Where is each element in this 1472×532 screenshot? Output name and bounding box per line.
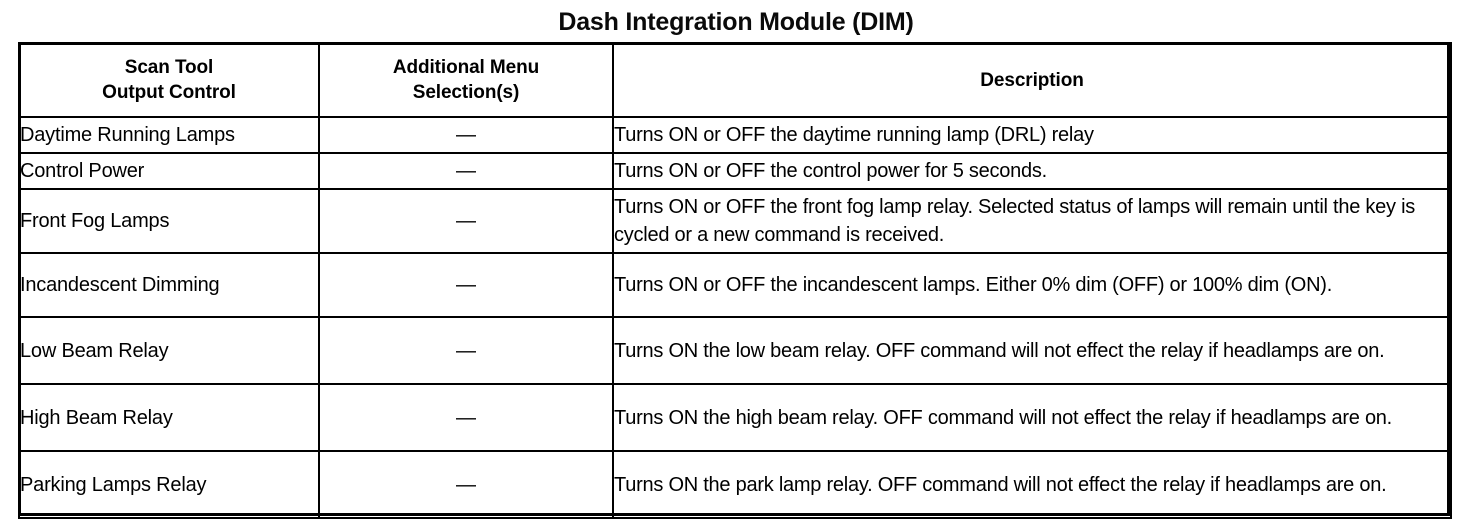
cell-scan-tool-output-control: Daytime Running Lamps	[18, 116, 320, 154]
cell-scan-tool-output-control: Front Fog Lamps	[18, 188, 320, 254]
table-header: Scan Tool Output Control Additional Menu…	[18, 42, 1452, 118]
cell-additional-menu-selection: —	[318, 316, 614, 385]
cell-scan-tool-output-control: High Beam Relay	[18, 383, 320, 452]
page-title: Dash Integration Module (DIM)	[558, 8, 914, 36]
cell-scan-tool-output-control: Low Beam Relay	[18, 316, 320, 385]
cell-additional-menu-selection: —	[318, 450, 614, 519]
cell-additional-menu-selection: —	[318, 252, 614, 318]
cell-description: Turns ON or OFF the control power for 5 …	[612, 152, 1452, 190]
table-row: Low Beam Relay — Turns ON the low beam r…	[18, 316, 1452, 385]
table-row: Front Fog Lamps — Turns ON or OFF the fr…	[18, 188, 1452, 254]
table-body: Daytime Running Lamps — Turns ON or OFF …	[18, 116, 1452, 519]
em-dash-icon: —	[456, 339, 476, 362]
header-row: Scan Tool Output Control Additional Menu…	[18, 42, 1452, 118]
column-header-description: Description	[612, 42, 1452, 118]
table-row: Parking Lamps Relay — Turns ON the park …	[18, 450, 1452, 519]
cell-additional-menu-selection: —	[318, 152, 614, 190]
table-row: Control Power — Turns ON or OFF the cont…	[18, 152, 1452, 190]
cell-additional-menu-selection: —	[318, 188, 614, 254]
cell-description: Turns ON the high beam relay. OFF comman…	[612, 383, 1452, 452]
table-row: Daytime Running Lamps — Turns ON or OFF …	[18, 116, 1452, 154]
header-line-1: Scan Tool	[124, 57, 214, 78]
header-line-2: Selection(s)	[412, 82, 520, 103]
column-header-additional-menu-selections: Additional Menu Selection(s)	[318, 42, 614, 118]
cell-additional-menu-selection: —	[318, 116, 614, 154]
cell-description: Turns ON or OFF the incandescent lamps. …	[612, 252, 1452, 318]
em-dash-icon: —	[456, 210, 476, 232]
header-line-1: Description	[980, 69, 1084, 91]
header-line-1: Additional Menu	[392, 57, 540, 78]
table-row: Incandescent Dimming — Turns ON or OFF t…	[18, 252, 1452, 318]
em-dash-icon: —	[456, 124, 476, 146]
table-row: High Beam Relay — Turns ON the high beam…	[18, 383, 1452, 452]
cell-additional-menu-selection: —	[318, 383, 614, 452]
cell-description: Turns ON the low beam relay. OFF command…	[612, 316, 1452, 385]
em-dash-icon: —	[456, 160, 476, 182]
cell-scan-tool-output-control: Parking Lamps Relay	[18, 450, 320, 519]
cell-scan-tool-output-control: Control Power	[18, 152, 320, 190]
column-header-scan-tool-output-control: Scan Tool Output Control	[18, 42, 320, 118]
em-dash-icon: —	[456, 274, 476, 296]
cell-description: Turns ON the park lamp relay. OFF comman…	[612, 450, 1452, 519]
em-dash-icon: —	[456, 473, 476, 496]
cell-description: Turns ON or OFF the front fog lamp relay…	[612, 188, 1452, 254]
cell-scan-tool-output-control: Incandescent Dimming	[18, 252, 320, 318]
dim-output-control-table: Scan Tool Output Control Additional Menu…	[18, 42, 1452, 519]
em-dash-icon: —	[456, 406, 476, 429]
header-line-2: Output Control	[102, 82, 236, 103]
cell-description: Turns ON or OFF the daytime running lamp…	[612, 116, 1452, 154]
